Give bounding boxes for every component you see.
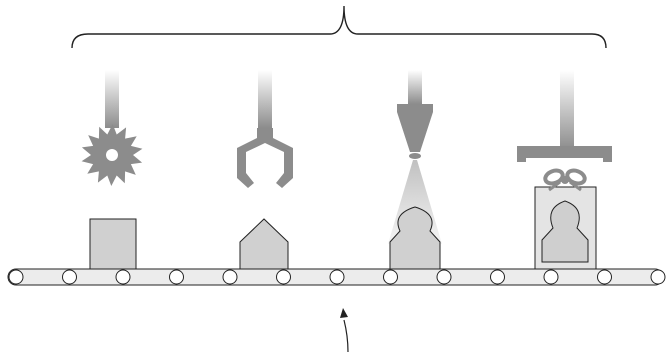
claw-station xyxy=(237,70,293,188)
belt-roller xyxy=(8,269,24,285)
press-shaft xyxy=(560,70,574,150)
raw-block-product xyxy=(89,218,137,270)
pointed-block-product xyxy=(239,218,289,270)
belt-roller xyxy=(383,269,398,285)
belt-roller xyxy=(490,269,505,285)
claw-shaft xyxy=(258,70,272,128)
saw-blade-icon xyxy=(81,124,143,186)
belt-roller xyxy=(597,269,612,285)
belt-roller xyxy=(115,269,131,285)
pointer-arrow xyxy=(340,308,349,353)
belt-roller xyxy=(436,269,452,285)
stations-bracket xyxy=(71,5,607,49)
belt-roller xyxy=(329,269,345,285)
spray-nozzle-icon xyxy=(397,104,433,152)
belt-roller xyxy=(62,269,77,285)
box-press-icon xyxy=(517,146,612,162)
belt-roller xyxy=(276,269,291,285)
nozzle-tip xyxy=(409,153,421,159)
saw-station xyxy=(81,70,143,186)
belt-roller xyxy=(222,269,238,285)
gift-box-product xyxy=(534,168,597,270)
figure-product xyxy=(389,206,441,270)
belt-roller xyxy=(169,269,184,285)
belt-roller xyxy=(543,269,559,285)
saw-hole xyxy=(106,149,118,161)
belt-roller xyxy=(650,269,666,285)
gripper-claw-icon xyxy=(237,128,293,188)
conveyor-belt xyxy=(7,268,666,286)
bow-icon xyxy=(543,168,587,186)
box-station xyxy=(517,70,612,162)
saw-shaft xyxy=(105,70,119,128)
nozzle-shaft xyxy=(408,70,422,104)
boxed-figure xyxy=(541,200,589,263)
